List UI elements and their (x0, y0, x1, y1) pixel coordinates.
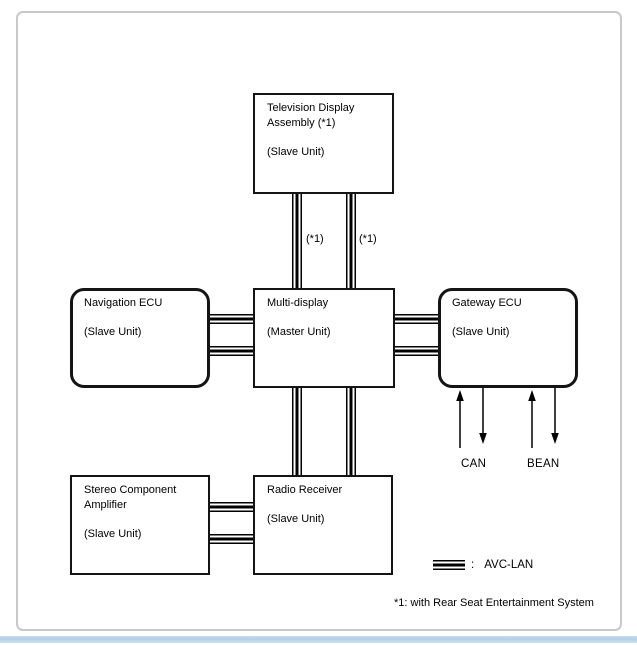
legend-label: AVC-LAN (484, 559, 534, 571)
box-stereo-component-amplifier: Stereo Component Amplifier (Slave Unit) (70, 475, 210, 575)
bus-note-right: (*1) (359, 233, 377, 245)
avc-lan-bus-multi-radio-right (346, 387, 356, 476)
box-subtitle: (Slave Unit) (452, 326, 510, 338)
avc-lan-bus-stereo-radio-bottom (210, 534, 253, 544)
avc-lan-bus-nav-multi-top (210, 314, 253, 324)
bean-up-arrow-head (528, 390, 536, 401)
box-subtitle: (Slave Unit) (267, 513, 325, 525)
box-title: Navigation ECU (84, 297, 163, 309)
bean-down-arrow-head (551, 433, 559, 444)
footnote: *1: with Rear Seat Entertainment System (394, 597, 594, 609)
bottom-accent-bar (0, 636, 637, 643)
box-title: Radio Receiver (267, 484, 343, 496)
can-up-arrow-head (456, 390, 464, 401)
avc-lan-bus-multi-radio-left (292, 387, 302, 476)
box-subtitle: (Slave Unit) (84, 326, 142, 338)
avc-lan-bus-multi-gateway-top (395, 314, 438, 324)
avc-lan-bus-tv-multi-right (346, 192, 356, 289)
box-subtitle: (Master Unit) (267, 326, 331, 338)
legend-separator: : (471, 559, 475, 571)
can-bean-arrows (456, 388, 559, 448)
box-subtitle: (Slave Unit) (84, 528, 142, 540)
box-multi-display: Multi-display (Master Unit) (253, 288, 395, 388)
box-gateway-ecu: Gateway ECU (Slave Unit) (438, 288, 578, 388)
box-subtitle: (Slave Unit) (267, 146, 325, 158)
avc-lan-bus-swatch (433, 560, 465, 570)
legend-avc-lan: : AVC-LAN (433, 557, 533, 573)
bean-label: BEAN (527, 458, 560, 470)
box-television-display-assembly: Television Display Assembly (*1) (Slave … (253, 93, 394, 194)
avc-lan-bus-nav-multi-bottom (210, 346, 253, 356)
avc-lan-bus-multi-gateway-bottom (395, 346, 438, 356)
avc-lan-bus-tv-multi-left (292, 192, 302, 289)
box-navigation-ecu: Navigation ECU (Slave Unit) (70, 288, 210, 388)
box-title: Stereo Component Amplifier (84, 484, 177, 511)
avc-lan-bus-stereo-radio-top (210, 502, 253, 512)
can-down-arrow-head (479, 433, 487, 444)
bus-note-left: (*1) (306, 233, 324, 245)
box-title: Multi-display (267, 297, 329, 309)
box-radio-receiver: Radio Receiver (Slave Unit) (253, 475, 393, 575)
can-label: CAN (461, 458, 487, 470)
box-title: Television Display Assembly (*1) (267, 102, 355, 129)
box-title: Gateway ECU (452, 297, 522, 309)
